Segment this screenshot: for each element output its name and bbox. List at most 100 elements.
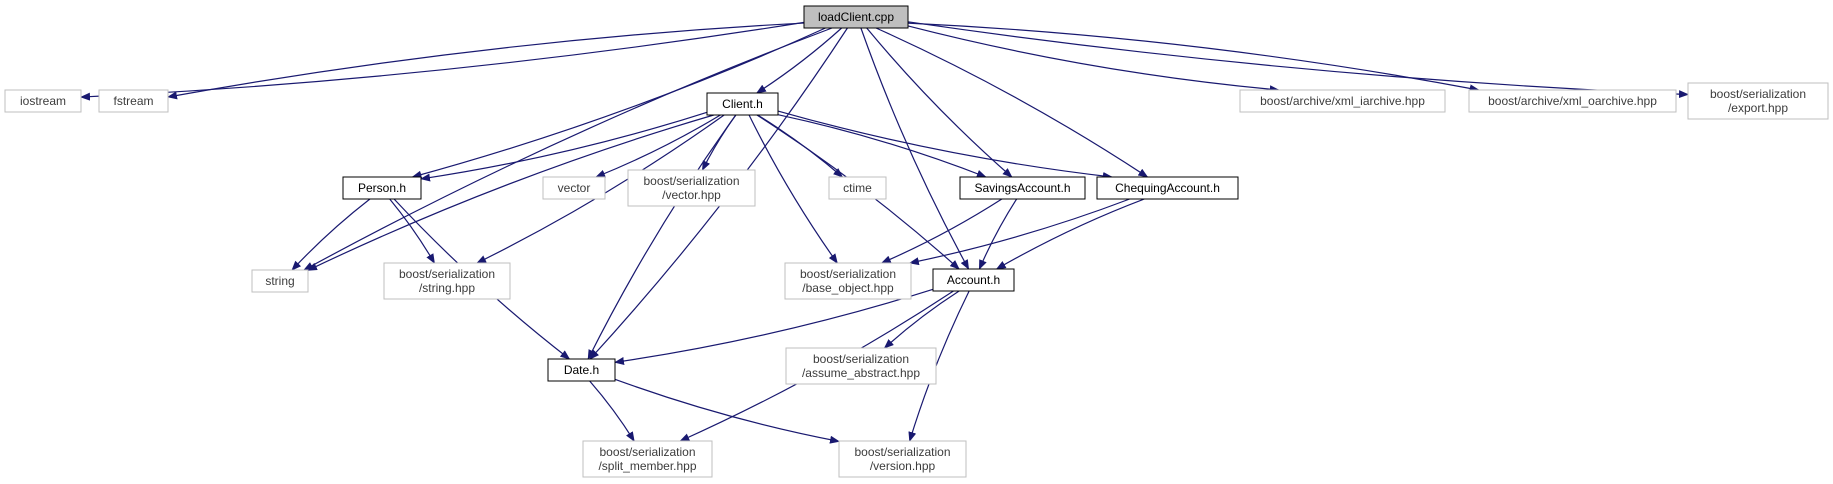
node-string-box (251, 269, 309, 293)
node-xml-oarchive-label-0: boost/archive/xml_oarchive.hpp (1488, 94, 1657, 108)
edge-person-to-string-hpp (389, 198, 435, 264)
edge-date-to-split-member (589, 380, 635, 442)
node-xml-iarchive-box (1239, 89, 1446, 113)
node-chequing-label-0: ChequingAccount.h (1115, 181, 1220, 195)
node-savings-label-0: SavingsAccount.h (974, 181, 1070, 195)
node-string-label-0: string (265, 274, 294, 288)
node-date-box (547, 358, 616, 382)
edge-loadclient-to-savings (866, 27, 1013, 178)
edge-chequing-to-base-object (908, 198, 1130, 266)
node-xml-oarchive-box (1468, 89, 1677, 113)
edges-layer (80, 21, 1689, 444)
node-string-hpp: boost/serialization/string.hpp (383, 262, 511, 300)
node-loadclient[interactable]: loadClient.cpp (803, 5, 909, 29)
node-loadclient-label-0: loadClient.cpp (818, 10, 894, 24)
node-ctime: ctime (828, 176, 887, 200)
node-person-box (342, 176, 422, 200)
node-export-label-1: /export.hpp (1728, 101, 1788, 115)
edge-loadclient-to-client (756, 27, 843, 94)
node-vector-hpp-label-1: /vector.hpp (662, 188, 721, 202)
node-version-box (838, 440, 967, 478)
node-split-member-label-1: /split_member.hpp (598, 459, 696, 473)
edge-loadclient-to-xml-oarchive (907, 22, 1480, 93)
edge-client-to-vector-hpp (701, 114, 737, 171)
node-xml-iarchive: boost/archive/xml_iarchive.hpp (1239, 89, 1446, 113)
edge-loadclient-to-fstream (167, 22, 805, 100)
edge-chequing-to-account (995, 198, 1145, 270)
node-client-box (706, 92, 779, 116)
edge-client-to-person (420, 111, 708, 182)
node-person[interactable]: Person.h (342, 176, 422, 200)
edge-savings-to-base-object (880, 198, 1003, 264)
edge-client-to-savings (777, 114, 987, 178)
edge-client-to-chequing (777, 110, 1113, 180)
node-ctime-label-0: ctime (843, 181, 872, 195)
node-assume-abstract: boost/serialization/assume_abstract.hpp (785, 347, 937, 385)
node-base-object-label-0: boost/serialization (800, 267, 896, 281)
edge-client-to-vector (595, 114, 721, 178)
node-xml-oarchive: boost/archive/xml_oarchive.hpp (1468, 89, 1677, 113)
node-base-object-label-1: /base_object.hpp (802, 281, 894, 295)
edge-loadclient-to-export (907, 21, 1689, 99)
node-export: boost/serialization/export.hpp (1687, 82, 1829, 120)
edge-savings-to-account (978, 198, 1018, 270)
node-account[interactable]: Account.h (932, 268, 1015, 292)
node-base-object: boost/serialization/base_object.hpp (784, 262, 912, 300)
edge-loadclient-to-iostream (80, 21, 805, 101)
node-account-box (932, 268, 1015, 292)
edge-client-to-string (307, 114, 714, 271)
node-iostream: iostream (4, 89, 82, 113)
node-iostream-label-0: iostream (20, 94, 66, 108)
edge-account-to-date (614, 288, 934, 365)
node-client-label-0: Client.h (722, 97, 763, 111)
node-split-member-label-0: boost/serialization (599, 445, 695, 459)
node-person-label-0: Person.h (358, 181, 406, 195)
node-version-label-0: boost/serialization (854, 445, 950, 459)
node-savings-box (959, 176, 1086, 200)
node-export-box (1687, 82, 1829, 120)
edge-date-to-version (614, 378, 840, 444)
edge-loadclient-to-account (860, 27, 970, 270)
node-chequing[interactable]: ChequingAccount.h (1096, 176, 1239, 200)
node-savings[interactable]: SavingsAccount.h (959, 176, 1086, 200)
edge-loadclient-to-chequing (875, 27, 1149, 178)
node-version-label-1: /version.hpp (870, 459, 936, 473)
edge-account-to-assume-abstract (883, 290, 960, 349)
edge-client-to-date (587, 114, 737, 360)
node-xml-iarchive-label-0: boost/archive/xml_iarchive.hpp (1260, 94, 1425, 108)
node-date[interactable]: Date.h (547, 358, 616, 382)
node-base-object-box (784, 262, 912, 300)
node-assume-abstract-label-0: boost/serialization (813, 352, 909, 366)
node-export-label-0: boost/serialization (1710, 87, 1806, 101)
node-vector-hpp: boost/serialization/vector.hpp (627, 169, 756, 207)
node-string-hpp-box (383, 262, 511, 300)
node-vector-box (542, 176, 606, 200)
node-account-label-0: Account.h (947, 273, 1000, 287)
node-fstream-box (98, 89, 169, 113)
node-split-member-box (582, 440, 713, 478)
node-loadclient-box (803, 5, 909, 29)
edge-person-to-string (291, 198, 371, 271)
edge-loadclient-to-string (303, 27, 833, 271)
node-vector-label-0: vector (558, 181, 591, 195)
node-string-hpp-label-0: boost/serialization (399, 267, 495, 281)
node-fstream: fstream (98, 89, 169, 113)
node-string: string (251, 269, 309, 293)
edge-loadclient-to-xml-iarchive (907, 25, 1280, 94)
node-fstream-label-0: fstream (113, 94, 153, 108)
node-chequing-box (1096, 176, 1239, 200)
node-date-label-0: Date.h (564, 363, 599, 377)
node-version: boost/serialization/version.hpp (838, 440, 967, 478)
node-split-member: boost/serialization/split_member.hpp (582, 440, 713, 478)
node-vector: vector (542, 176, 606, 200)
node-vector-hpp-box (627, 169, 756, 207)
node-assume-abstract-label-1: /assume_abstract.hpp (802, 366, 920, 380)
nodes-layer: loadClient.cpp iostream fstream Client.h boo… (4, 5, 1829, 478)
node-string-hpp-label-1: /string.hpp (419, 281, 475, 295)
node-iostream-box (4, 89, 82, 113)
node-vector-hpp-label-0: boost/serialization (643, 174, 739, 188)
node-ctime-box (828, 176, 887, 200)
node-client[interactable]: Client.h (706, 92, 779, 116)
edge-client-to-base-object (748, 114, 838, 264)
